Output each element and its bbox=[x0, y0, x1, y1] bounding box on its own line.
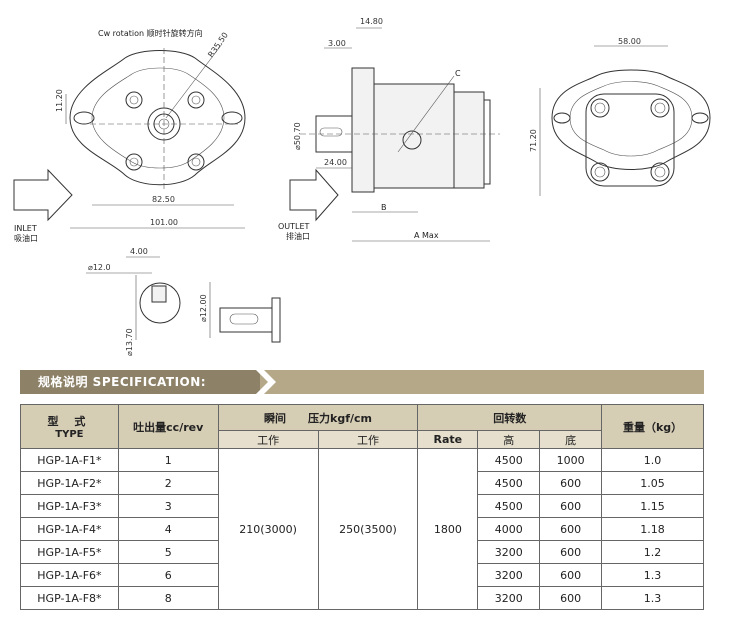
speed-header: 回转数 bbox=[417, 404, 603, 431]
type-cell: HGP-1A-F4* bbox=[20, 517, 119, 541]
inlet-label: INLET bbox=[14, 224, 37, 233]
low-speed-cell: 600 bbox=[539, 494, 603, 518]
height-dim: 11.20 bbox=[55, 89, 64, 112]
high-speed-cell: 3200 bbox=[477, 563, 541, 587]
type-header: 型 式 TYPE bbox=[20, 404, 119, 449]
high-speed-cell: 4500 bbox=[477, 471, 541, 495]
spec-title: 规格说明 SPECIFICATION: bbox=[38, 375, 207, 389]
type-cell: HGP-1A-F1* bbox=[20, 448, 119, 472]
displacement-cell: 1 bbox=[117, 448, 219, 472]
weight-cell: 1.3 bbox=[601, 563, 704, 587]
low-header: 底 bbox=[539, 430, 603, 449]
weight-cell: 1.15 bbox=[601, 494, 704, 518]
pilot-dim: ⌀50.70 bbox=[293, 122, 302, 150]
type-cell: HGP-1A-F6* bbox=[20, 563, 119, 587]
high-speed-cell: 4500 bbox=[477, 448, 541, 472]
shaft-side-dim: ⌀12.00 bbox=[199, 294, 208, 322]
rotation-label: Cw rotation 顺时针旋转方向 bbox=[98, 28, 203, 38]
spec-banner bbox=[20, 370, 704, 394]
outlet-label-cn: 排油口 bbox=[286, 231, 310, 241]
displacement-header: 吐出量cc/rev bbox=[117, 404, 219, 449]
shaft-dia-dim: ⌀12.0 bbox=[88, 263, 111, 272]
pressure-work-cell-2: 250(3500) bbox=[317, 448, 419, 610]
rate-cell: 1800 bbox=[417, 448, 479, 610]
low-speed-cell: 600 bbox=[539, 586, 603, 610]
rate-header: Rate bbox=[417, 430, 479, 449]
displacement-cell: 6 bbox=[117, 563, 219, 587]
width-dim: 101.00 bbox=[150, 218, 178, 227]
shaft-detail: 4.00 ⌀12.0 ⌀13.70 ⌀12.00 bbox=[86, 247, 281, 356]
weight-header: 重量（kg） bbox=[601, 404, 704, 449]
pressure-work-header-1: 工作 bbox=[217, 430, 319, 449]
label-c: C bbox=[455, 69, 461, 78]
inlet-arrow-icon bbox=[13, 168, 73, 222]
outlet-arrow-icon bbox=[289, 168, 339, 222]
flange-view: 58.00 71.20 bbox=[529, 37, 711, 196]
flange-width-dim: 58.00 bbox=[618, 37, 641, 46]
technical-drawing: Cw rotation 顺时针旋转方向 R35.50 11.20 82.50 1… bbox=[13, 17, 711, 356]
inlet-label-cn: 吸油口 bbox=[14, 233, 38, 243]
radius-dim: R35.50 bbox=[206, 31, 230, 59]
low-speed-cell: 600 bbox=[539, 517, 603, 541]
low-speed-cell: 600 bbox=[539, 540, 603, 564]
weight-cell: 1.05 bbox=[601, 471, 704, 495]
high-speed-cell: 4000 bbox=[477, 517, 541, 541]
low-speed-cell: 600 bbox=[539, 471, 603, 495]
side-view: 14.80 3.00 C ⌀50.70 24.00 B A Max OUTLET… bbox=[278, 17, 500, 242]
displacement-cell: 5 bbox=[117, 540, 219, 564]
pressure-header: 瞬间 压力kgf/cm bbox=[217, 404, 419, 431]
type-cell: HGP-1A-F2* bbox=[20, 471, 119, 495]
high-header: 高 bbox=[477, 430, 541, 449]
displacement-cell: 8 bbox=[117, 586, 219, 610]
displacement-cell: 4 bbox=[117, 517, 219, 541]
key-dim: 4.00 bbox=[130, 247, 148, 256]
displacement-cell: 2 bbox=[117, 471, 219, 495]
shaft-len-dim: 24.00 bbox=[324, 158, 347, 167]
weight-cell: 1.18 bbox=[601, 517, 704, 541]
low-speed-cell: 600 bbox=[539, 563, 603, 587]
type-cell: HGP-1A-F8* bbox=[20, 586, 119, 610]
key-depth-dim: ⌀13.70 bbox=[125, 328, 134, 356]
shaft-step-dim: 3.00 bbox=[328, 39, 346, 48]
weight-cell: 1.2 bbox=[601, 540, 704, 564]
outlet-label: OUTLET bbox=[278, 222, 310, 231]
flange-dim: 14.80 bbox=[360, 17, 383, 26]
spec-table: 型 式 TYPE 吐出量cc/rev 瞬间 压力kgf/cm 回转数 重量（kg… bbox=[20, 404, 704, 610]
type-cell: HGP-1A-F5* bbox=[20, 540, 119, 564]
low-speed-cell: 1000 bbox=[539, 448, 603, 472]
high-speed-cell: 3200 bbox=[477, 540, 541, 564]
high-speed-cell: 3200 bbox=[477, 586, 541, 610]
pressure-work-header-2: 工作 bbox=[317, 430, 419, 449]
flange-height-dim: 71.20 bbox=[529, 129, 538, 152]
pressure-work-cell-1: 210(3000) bbox=[217, 448, 319, 610]
bolt-spacing-dim: 82.50 bbox=[152, 195, 175, 204]
label-a: A Max bbox=[414, 231, 439, 240]
displacement-cell: 3 bbox=[117, 494, 219, 518]
weight-cell: 1.3 bbox=[601, 586, 704, 610]
high-speed-cell: 4500 bbox=[477, 494, 541, 518]
label-b: B bbox=[381, 203, 387, 212]
type-cell: HGP-1A-F3* bbox=[20, 494, 119, 518]
weight-cell: 1.0 bbox=[601, 448, 704, 472]
front-view: Cw rotation 顺时针旋转方向 R35.50 11.20 82.50 1… bbox=[13, 28, 246, 243]
